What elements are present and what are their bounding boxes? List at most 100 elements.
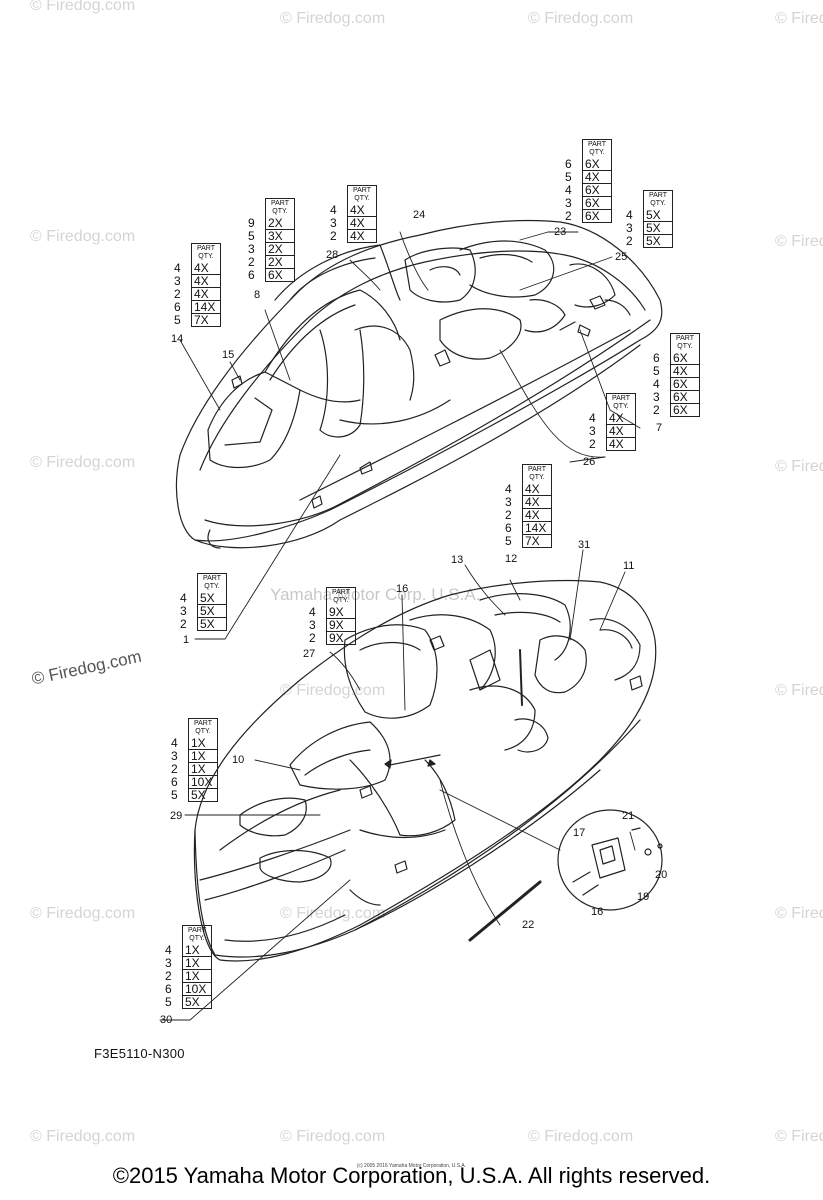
part-qty: 4X (522, 509, 552, 522)
part-qty: 6X (582, 184, 612, 197)
part-ref: 5 (165, 995, 172, 1009)
part-qty: 9X (326, 619, 356, 632)
part-qty: 5X (197, 605, 227, 618)
part-qty: 9X (326, 632, 356, 645)
part-label-26: 26 (583, 456, 596, 468)
watermark: © Firedog.com (30, 228, 136, 245)
watermark: © Firedog.com (280, 1128, 386, 1145)
part-ref: 3 (180, 604, 187, 618)
part-ref: 4 (330, 203, 337, 217)
part-ref: 3 (626, 221, 633, 235)
qty-head-label: PART (675, 335, 695, 342)
part-label-16-inset: 16 (591, 906, 604, 918)
drawing-code: F3E5110-N300 (94, 1046, 185, 1061)
part-label-31: 31 (578, 539, 591, 551)
part-qty: 4X (347, 204, 377, 217)
qty-head-label: PART (648, 192, 668, 199)
center-watermark: Yamaha Motor Corp. U.S.A. (270, 585, 481, 604)
part-label-25: 25 (615, 251, 628, 263)
part-qty: 6X (265, 269, 295, 282)
part-ref: 6 (565, 157, 572, 171)
part-qty: 10X (182, 983, 212, 996)
part-qty: 5X (182, 996, 212, 1009)
part-ref: 5 (653, 364, 660, 378)
part-label-17: 17 (573, 827, 586, 839)
part-label-21: 21 (622, 810, 635, 822)
part-qty: 4X (522, 483, 552, 496)
part-ref: 6 (248, 268, 255, 282)
watermark: © Firedog.com (775, 10, 823, 27)
qty-head-label: QTY. (677, 343, 693, 350)
watermark: © Firedog.com (775, 1128, 823, 1145)
part-qty: 1X (182, 970, 212, 983)
part-ref: 5 (171, 788, 178, 802)
qty-head-label: QTY. (195, 728, 211, 735)
detail-inset (557, 809, 663, 911)
part-label-11: 11 (623, 560, 635, 572)
part-ref: 5 (174, 313, 181, 327)
qty-head-label: PART (193, 720, 213, 727)
qty-head-label: PART (587, 141, 607, 148)
part-ref: 3 (505, 495, 512, 509)
watermark: © Firedog.com (775, 233, 823, 250)
part-ref: 2 (180, 617, 187, 631)
part-ref: 3 (309, 618, 316, 632)
watermark: © Firedog.com (775, 905, 823, 922)
part-ref: 5 (248, 229, 255, 243)
part-qty: 1X (188, 750, 218, 763)
part-label-28: 28 (326, 249, 339, 261)
part-ref: 4 (653, 377, 660, 391)
part-ref: 2 (171, 762, 178, 776)
part-ref: 3 (330, 216, 337, 230)
part-ref: 6 (165, 982, 172, 996)
qty-head-label: PART (352, 187, 372, 194)
part-qty: 6X (670, 391, 700, 404)
watermark: © Firedog.com (30, 905, 136, 922)
part-ref: 2 (565, 209, 572, 223)
watermark: © Firedog.com (30, 1128, 136, 1145)
qty-head-label: PART (527, 466, 547, 473)
part-qty: 5X (643, 235, 673, 248)
part-label-8: 8 (254, 289, 261, 301)
part-label-10: 10 (232, 754, 245, 766)
part-ref: 4 (180, 591, 187, 605)
part-ref: 3 (248, 242, 255, 256)
part-qty: 7X (522, 535, 552, 548)
part-qty: 5X (643, 209, 673, 222)
part-qty: 14X (191, 301, 221, 314)
part-label-1: 1 (183, 634, 190, 646)
part-ref: 4 (626, 208, 633, 222)
qty-head-label: QTY. (204, 583, 220, 590)
part-ref: 6 (653, 351, 660, 365)
part-qty: 14X (522, 522, 552, 535)
part-qty: 4X (582, 171, 612, 184)
part-ref: 2 (653, 403, 660, 417)
part-qty: 6X (670, 352, 700, 365)
part-qty: 4X (606, 412, 636, 425)
copyright-notice: ©2015 Yamaha Motor Corporation, U.S.A. A… (112, 1163, 711, 1188)
part-qty: 4X (670, 365, 700, 378)
lower-boat-hull (193, 579, 657, 962)
part-label-30: 30 (160, 1014, 173, 1026)
part-label-12: 12 (505, 553, 518, 565)
part-qty: 5X (197, 618, 227, 631)
qty-head-label: QTY. (189, 935, 205, 942)
strip-part (468, 880, 542, 942)
part-ref: 6 (174, 300, 181, 314)
qty-head-label: QTY. (650, 200, 666, 207)
part-ref: 3 (653, 390, 660, 404)
qty-head-label: PART (187, 927, 207, 934)
qty-head-label: PART (611, 395, 631, 402)
part-qty: 4X (347, 217, 377, 230)
part-label-7: 7 (656, 422, 663, 434)
part-ref: 3 (589, 424, 596, 438)
part-ref: 3 (174, 274, 181, 288)
qty-head-label: PART (196, 245, 216, 252)
part-qty: 6X (670, 404, 700, 417)
